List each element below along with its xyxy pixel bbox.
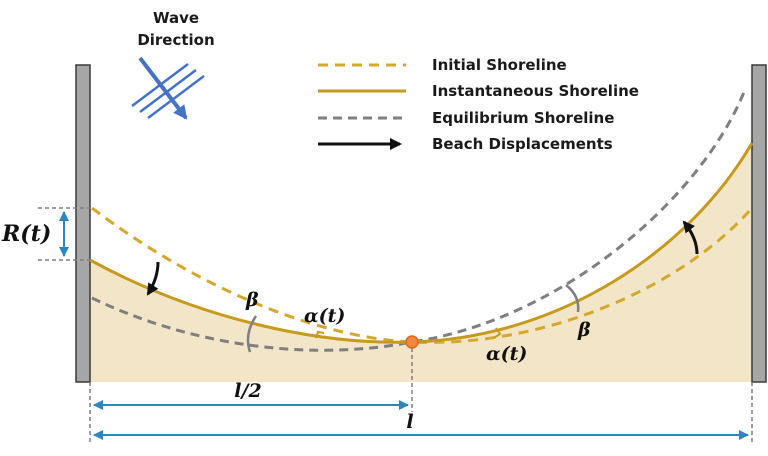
alpha-right-label: α(t)	[486, 343, 527, 365]
wave-direction-icon	[131, 56, 205, 120]
legend-displacement-label: Beach Displacements	[432, 135, 613, 153]
beta-right-arc	[565, 284, 580, 313]
legend-instantaneous-label: Instantaneous Shoreline	[432, 82, 639, 100]
length-label: l	[406, 411, 413, 433]
beta-left-label: β	[245, 289, 259, 311]
beach-sand-area	[90, 143, 752, 382]
legend-equilibrium-label: Equilibrium Shoreline	[432, 109, 614, 127]
legend-initial-label: Initial Shoreline	[432, 56, 567, 74]
alpha-left-label: α(t)	[304, 305, 345, 327]
left-wall	[75, 64, 91, 383]
alpha-right-marker	[493, 327, 502, 339]
wave-title-line2: Direction	[137, 31, 214, 49]
displacement-arrow-right	[682, 220, 699, 255]
wave-title-line1: Wave	[153, 9, 199, 27]
initial-shoreline	[91, 206, 754, 344]
alpha-left-marker	[315, 330, 325, 339]
beta-left-arc	[246, 315, 258, 353]
r-t-label: R(t)	[1, 221, 51, 247]
legend: Initial Shoreline Instantaneous Shorelin…	[318, 56, 639, 153]
pivot-point	[405, 335, 419, 349]
half-length-label: l/2	[234, 380, 261, 402]
displacement-arrow-left	[146, 261, 160, 296]
right-wall	[751, 64, 767, 383]
beta-right-label: β	[577, 319, 591, 341]
